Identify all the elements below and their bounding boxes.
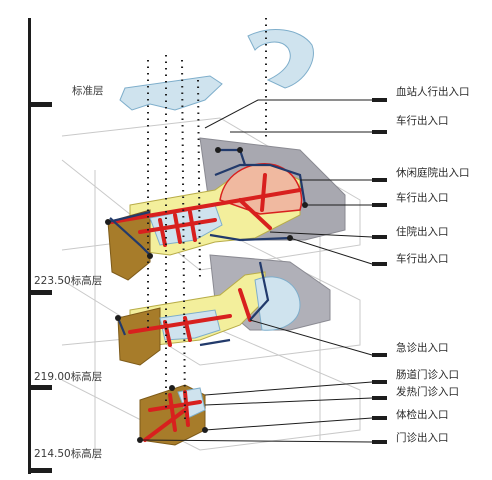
entrance-label-courtyard: 休闲庭院出入口 — [396, 166, 470, 179]
entrance-label-intestinal: 肠道门诊入口 — [396, 368, 459, 381]
entrance-label-outpatient: 门诊出入口 — [396, 431, 449, 444]
entrance-label-vehicle-3: 车行出入口 — [396, 252, 449, 265]
tower-shape-right — [247, 29, 314, 89]
entrance-label-inpatient: 住院出入口 — [396, 225, 449, 238]
blue-court-219b — [159, 309, 221, 341]
tower-shape-left — [119, 75, 223, 111]
scale-axis — [28, 18, 31, 474]
blue-circulation — [107, 148, 307, 347]
level-label-219: 219.00标高层 — [34, 370, 102, 383]
entrance-label-checkup: 体检出入口 — [396, 408, 449, 421]
entrance-label-blood-station: 血站人行出入口 — [396, 85, 470, 98]
entrance-label-vehicle-1: 车行出入口 — [396, 114, 449, 127]
scale-tick-standard — [28, 102, 52, 107]
level-label-223: 223.50标高层 — [34, 274, 102, 287]
level-label-214: 214.50标高层 — [34, 447, 102, 460]
level-label-standard: 标准层 — [72, 85, 104, 97]
entrance-label-emergency: 急诊出入口 — [396, 341, 449, 354]
gold-block-219 — [117, 307, 161, 366]
red-circulation — [110, 173, 302, 442]
entrance-label-vehicle-2: 车行出入口 — [396, 191, 449, 204]
level-223-block — [107, 137, 346, 281]
entrance-labels: 血站人行出入口 车行出入口 休闲庭院出入口 车行出入口 住院出入口 车行出入口 … — [396, 85, 470, 444]
entrance-ticks — [372, 98, 387, 444]
gold-block-223 — [107, 209, 151, 281]
vertical-cores — [147, 18, 267, 421]
level-scale: 标准层 223.50标高层 219.00标高层 214.50标高层 — [28, 18, 104, 474]
scale-tick-223 — [28, 290, 52, 295]
scale-tick-214 — [28, 468, 52, 473]
standard-floor — [119, 29, 314, 111]
leader-lines — [139, 99, 373, 443]
scale-tick-219 — [28, 385, 52, 390]
entrance-label-fever: 发热门诊入口 — [396, 385, 459, 398]
level-219-block — [117, 254, 331, 366]
